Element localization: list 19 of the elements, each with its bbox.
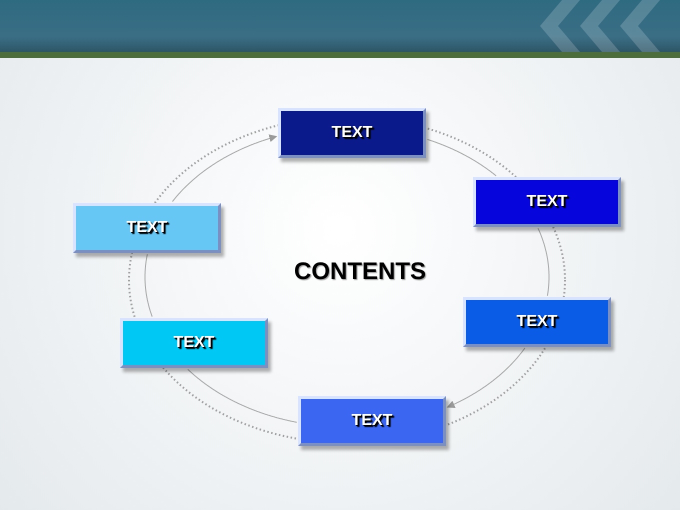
- arc-connector: [144, 254, 153, 318]
- box-text: TEXT: [174, 333, 214, 353]
- arc-connector: [538, 228, 550, 296]
- process-box: [473, 177, 621, 227]
- process-box: [463, 297, 611, 347]
- arc-connector: [446, 348, 526, 408]
- center-title: CONTENTS: [293, 257, 427, 287]
- process-box: [120, 318, 268, 368]
- process-box: [278, 108, 426, 158]
- box-text: TEXT: [352, 411, 392, 431]
- box-text: TEXT: [126, 218, 168, 238]
- arc-connector: [427, 138, 497, 176]
- arc-connector: [187, 368, 298, 423]
- box-text: TEXT: [332, 123, 372, 143]
- box-text: TEXT: [526, 192, 568, 212]
- process-box: [73, 203, 221, 253]
- box-text: TEXT: [516, 312, 558, 332]
- arc-connector: [172, 134, 278, 202]
- process-box: [298, 396, 446, 446]
